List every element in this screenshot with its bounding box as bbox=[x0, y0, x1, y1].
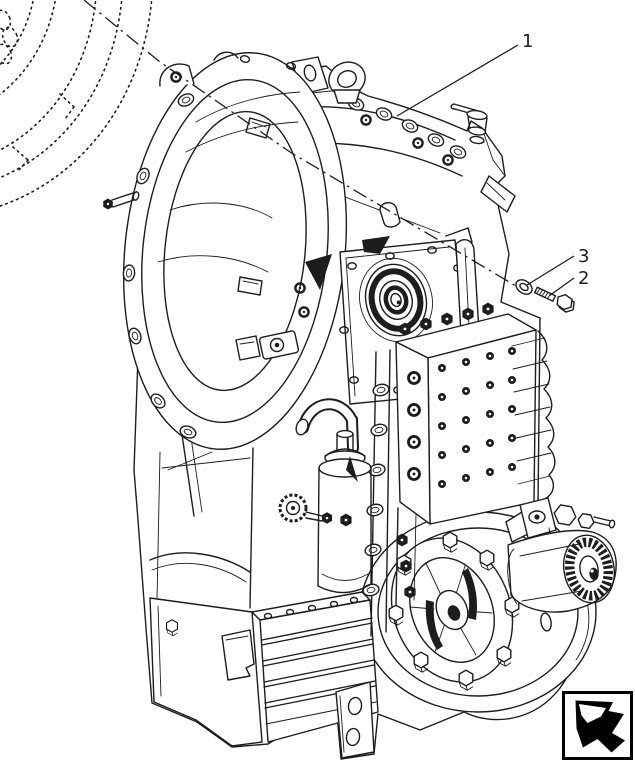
flywheel-phantom-outline bbox=[0, 0, 153, 207]
callouts: 1 3 2 bbox=[396, 31, 589, 297]
callout-3-leader bbox=[526, 255, 575, 286]
callout-1-leader bbox=[396, 44, 519, 117]
center-axis-line bbox=[83, 0, 517, 287]
control-valve-block bbox=[395, 302, 556, 607]
callout-2-label[interactable]: 2 bbox=[578, 268, 589, 289]
case-boss-rail bbox=[340, 349, 391, 637]
oil-pan bbox=[149, 591, 379, 759]
star-knob-valve bbox=[278, 493, 333, 524]
pto-shaft-assembly bbox=[505, 497, 617, 613]
callout-3-label[interactable]: 3 bbox=[578, 246, 589, 267]
item-3-washer bbox=[515, 279, 533, 295]
mounting-bracket bbox=[335, 681, 375, 759]
breather-fitting bbox=[450, 103, 488, 145]
item-2-bolt bbox=[534, 286, 575, 313]
previous-view-icon[interactable] bbox=[562, 691, 633, 760]
callout-2-leader bbox=[548, 277, 575, 297]
filter-canister bbox=[295, 398, 372, 594]
callout-1-label[interactable]: 1 bbox=[522, 31, 533, 52]
lifting-eye bbox=[328, 61, 366, 104]
block-arrow-highlight bbox=[579, 704, 606, 723]
